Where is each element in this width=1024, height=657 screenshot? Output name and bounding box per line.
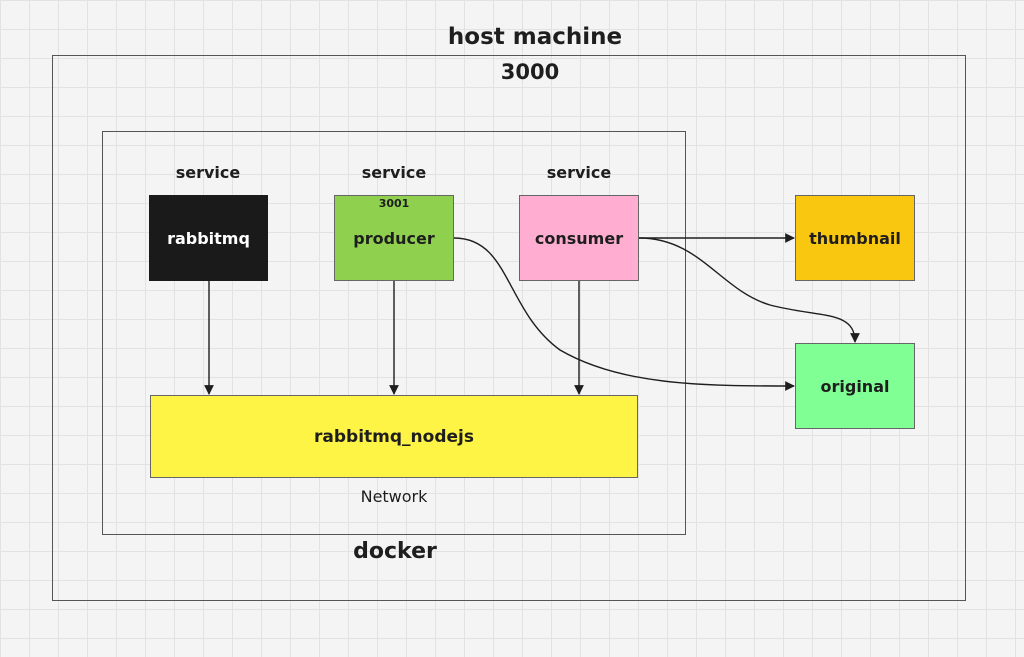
rabbitmq-node[interactable]: rabbitmq — [149, 195, 268, 281]
host-machine-frame — [52, 55, 966, 601]
host-port-label: 3000 — [500, 60, 560, 84]
consumer-service-caption: service — [546, 163, 612, 182]
thumbnail-label: thumbnail — [809, 228, 901, 248]
consumer-node[interactable]: consumer — [519, 195, 639, 281]
network-label: rabbitmq_nodejs — [314, 426, 474, 447]
original-label: original — [820, 376, 890, 396]
network-node[interactable]: rabbitmq_nodejs — [150, 395, 638, 478]
rabbitmq-service-caption: service — [175, 163, 241, 182]
docker-title: docker — [353, 539, 437, 564]
producer-label: producer — [353, 228, 435, 248]
consumer-label: consumer — [534, 228, 624, 248]
producer-service-caption: service — [361, 163, 427, 182]
host-machine-title: host machine — [447, 24, 623, 50]
network-caption: Network — [360, 487, 428, 506]
thumbnail-node[interactable]: thumbnail — [795, 195, 915, 281]
original-node[interactable]: original — [795, 343, 915, 429]
rabbitmq-label: rabbitmq — [167, 228, 250, 248]
producer-node[interactable]: producer — [334, 195, 454, 281]
producer-port-label: 3001 — [378, 197, 410, 210]
